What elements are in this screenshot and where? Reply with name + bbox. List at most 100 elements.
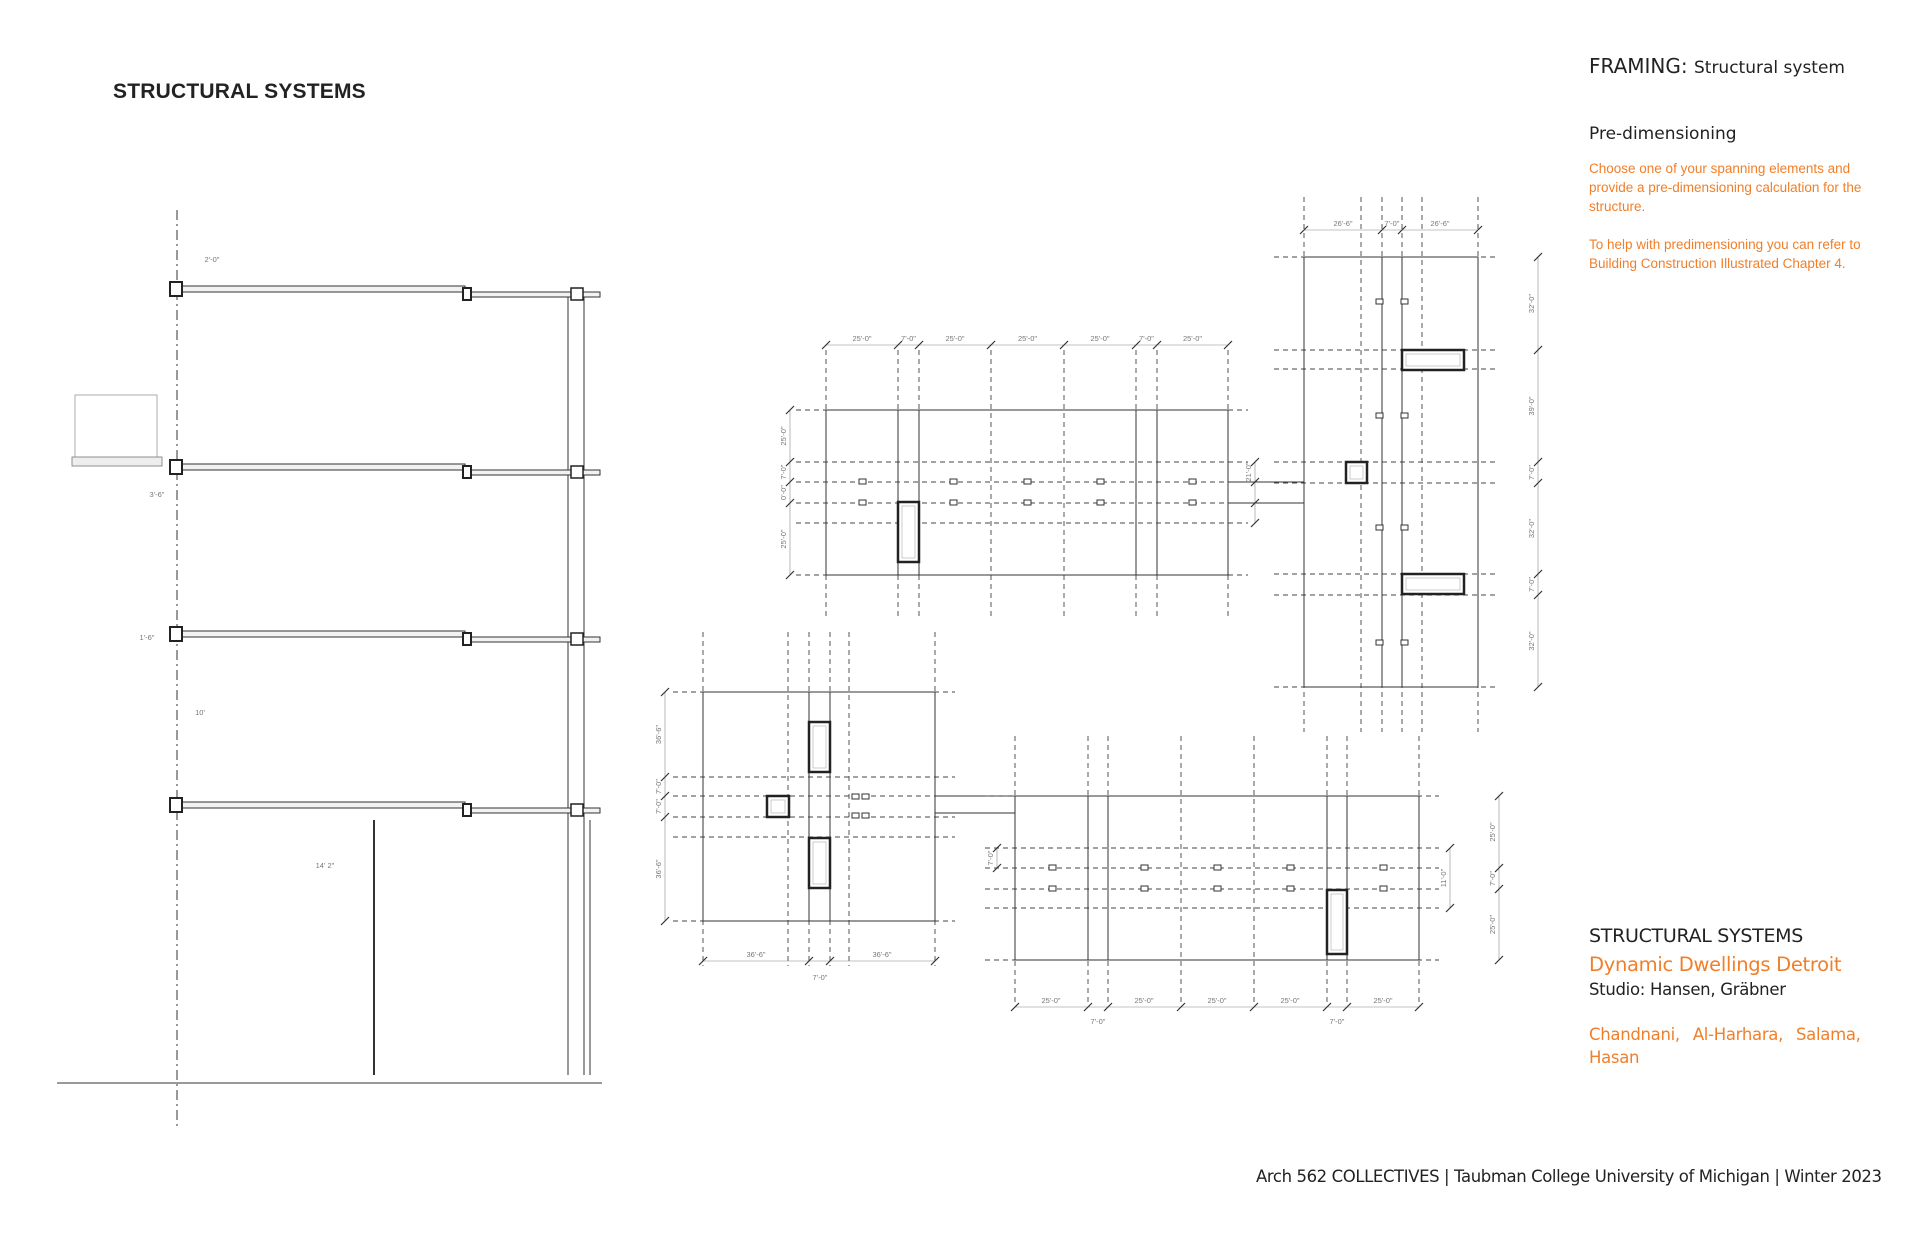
stair-treads bbox=[901, 505, 916, 559]
dimension-label: 25'-0" bbox=[852, 334, 871, 343]
dimension-tick bbox=[1533, 478, 1543, 488]
dimension-tick bbox=[1131, 340, 1141, 350]
column bbox=[1400, 639, 1409, 646]
edge-beam bbox=[169, 626, 183, 642]
footer-credit: Arch 562 COLLECTIVES | Taubman College U… bbox=[1256, 1167, 1882, 1186]
dimension-label: 7'-0" bbox=[1527, 465, 1536, 480]
dimension-label: 0'-0" bbox=[779, 485, 788, 500]
dimension-label: 11'-0" bbox=[1439, 868, 1448, 887]
dimension-tick bbox=[1223, 340, 1233, 350]
column bbox=[1375, 298, 1384, 305]
dimension-label: 25'-0" bbox=[945, 334, 964, 343]
dimension-tick bbox=[914, 340, 924, 350]
dimension-tick bbox=[660, 812, 670, 822]
dimension-tick bbox=[1445, 903, 1455, 913]
column bbox=[1379, 885, 1388, 892]
plan-outline bbox=[702, 691, 936, 922]
floor-plan-plan_d: 25'-0"25'-0"25'-0"25'-0"25'-0"7'-0"25'-0… bbox=[985, 736, 1504, 1012]
column bbox=[949, 499, 958, 506]
dimension-tick bbox=[1533, 252, 1543, 262]
dimension-tick bbox=[785, 570, 795, 580]
section-label: 10' bbox=[195, 708, 205, 717]
step-beam bbox=[462, 465, 472, 479]
dimension-label: 25'-0" bbox=[1018, 334, 1037, 343]
framing-subtitle: Structural system bbox=[1693, 58, 1845, 78]
dimension-tick bbox=[1533, 457, 1543, 467]
dimension-tick bbox=[1176, 1002, 1186, 1012]
dimension-label: 7'-0" bbox=[654, 799, 663, 814]
dimension-tick bbox=[1103, 1002, 1113, 1012]
dimension-label: 26'-6" bbox=[1430, 219, 1449, 228]
dimension-label: 25'-0" bbox=[1090, 334, 1109, 343]
step-beam bbox=[462, 287, 472, 301]
column bbox=[1379, 864, 1388, 871]
dimension-label: 7'-0" bbox=[1139, 334, 1154, 343]
column bbox=[1400, 412, 1409, 419]
dimension-label: 7'-0" bbox=[1330, 1017, 1345, 1026]
edge-beam bbox=[169, 459, 183, 475]
stair-treads bbox=[1349, 465, 1364, 480]
dimension-tick bbox=[1342, 1002, 1352, 1012]
dimension-label: 36'-6" bbox=[654, 725, 663, 744]
dimension-tick bbox=[1010, 1002, 1020, 1012]
step-beam bbox=[462, 632, 472, 646]
dimension-tick bbox=[785, 405, 795, 415]
floor-slab bbox=[169, 463, 466, 471]
floor-plan-plan_c: 36'-6"36'-6"36'-6"7'-0"7'-0"36'-6" bbox=[654, 632, 955, 966]
floor-slab bbox=[169, 285, 466, 293]
dimension-label: 32'-0" bbox=[1527, 631, 1536, 650]
dimension-tick bbox=[1083, 1002, 1093, 1012]
column bbox=[1048, 864, 1057, 871]
dimension-label: 25'-0" bbox=[1488, 915, 1497, 934]
dimension-tick bbox=[660, 687, 670, 697]
dimension-label: 25'-0" bbox=[1280, 996, 1299, 1005]
dimension-label: 7'-0" bbox=[1385, 219, 1400, 228]
page-title: STRUCTURAL SYSTEMS bbox=[113, 80, 366, 103]
edge-beam bbox=[169, 281, 183, 297]
column bbox=[1188, 499, 1197, 506]
i-beam bbox=[570, 803, 584, 817]
dimension-tick bbox=[1533, 590, 1543, 600]
column bbox=[1375, 412, 1384, 419]
dimension-label: 7'-0" bbox=[986, 850, 995, 865]
stair-core bbox=[765, 794, 791, 819]
instruction-text: Choose one of your spanning elements and… bbox=[1589, 161, 1862, 214]
dimension-tick bbox=[1059, 340, 1069, 350]
i-beam bbox=[570, 287, 584, 301]
plan-outline bbox=[1014, 795, 1420, 961]
floor-plan-plan_a: 25'-0" 7'-0" 25'-0" 25'-0" 25'-0" 7'-0" 25'-0"… bbox=[779, 334, 1260, 620]
predimensioning-heading: Pre-dimensioning bbox=[1589, 124, 1737, 144]
column bbox=[858, 499, 867, 506]
framing-heading: FRAMING: Structural system bbox=[1589, 54, 1845, 78]
stair-treads bbox=[812, 725, 827, 769]
column bbox=[1140, 864, 1149, 871]
stair-core bbox=[807, 720, 832, 774]
dimension-tick bbox=[785, 477, 795, 487]
stair-core bbox=[1400, 572, 1466, 596]
dimension-tick bbox=[1445, 843, 1455, 853]
dimension-tick bbox=[1249, 1002, 1259, 1012]
floor-slab bbox=[169, 630, 466, 638]
dimension-label: 7'-0" bbox=[779, 464, 788, 479]
column bbox=[1400, 524, 1409, 531]
dimension-tick bbox=[992, 843, 1002, 853]
dimension-label: 7'-0" bbox=[813, 973, 828, 982]
dimension-tick bbox=[1533, 682, 1543, 692]
column bbox=[1023, 499, 1032, 506]
column bbox=[1375, 639, 1384, 646]
dimension-label: 25'-0" bbox=[779, 529, 788, 548]
dimension-tick bbox=[893, 340, 903, 350]
stair-treads bbox=[1330, 893, 1344, 951]
dimension-tick bbox=[1397, 225, 1407, 235]
project-name: Dynamic Dwellings Detroit bbox=[1589, 953, 1842, 976]
i-beam bbox=[570, 632, 584, 646]
column bbox=[949, 478, 958, 485]
section-label: 3'-6" bbox=[150, 490, 165, 499]
column bbox=[861, 793, 870, 800]
dimension-tick bbox=[1494, 884, 1504, 894]
dimension-tick bbox=[1250, 518, 1260, 528]
dimension-tick bbox=[825, 956, 835, 966]
balcony-rail bbox=[74, 394, 158, 464]
dimension-tick bbox=[804, 956, 814, 966]
